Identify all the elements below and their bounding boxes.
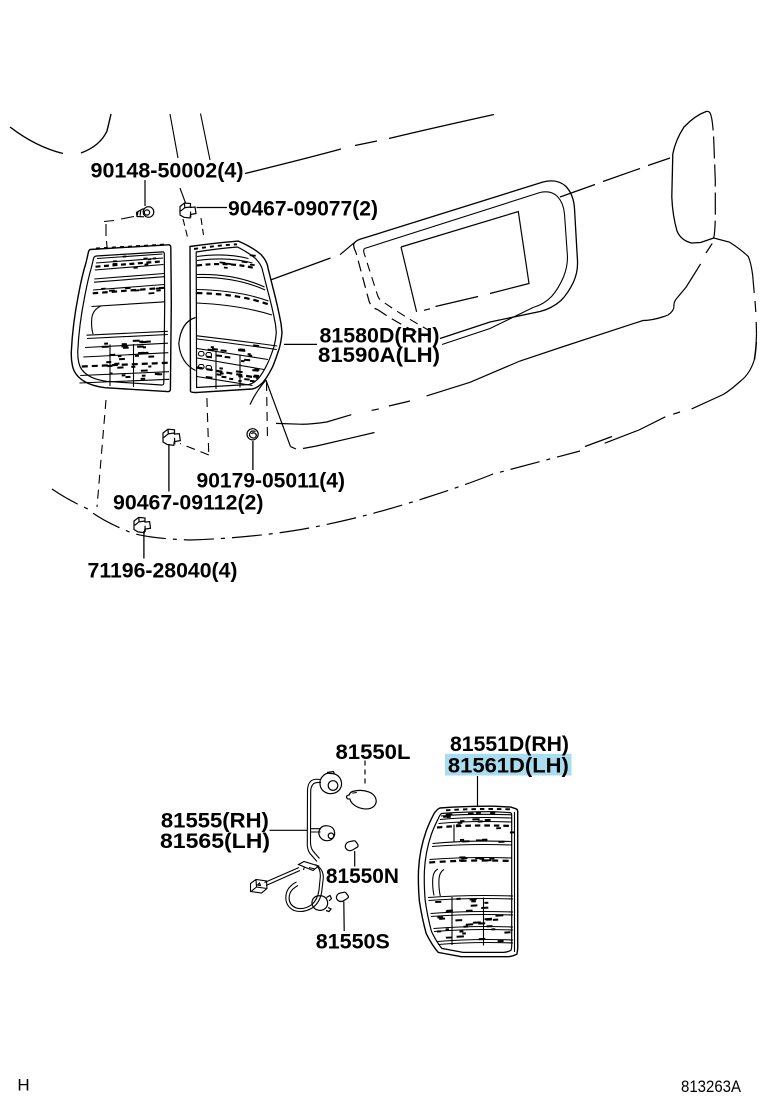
svg-text:81551D(RH): 81551D(RH) (450, 733, 569, 756)
svg-text:81565(LH): 81565(LH) (160, 830, 270, 853)
svg-text:81555(RH): 81555(RH) (161, 809, 269, 832)
svg-text:81561D(LH): 81561D(LH) (448, 754, 569, 777)
svg-text:90467-09112(2): 90467-09112(2) (113, 492, 264, 515)
svg-text:81550N: 81550N (326, 865, 399, 888)
svg-text:81590A(LH): 81590A(LH) (318, 344, 440, 367)
svg-text:90179-05011(4): 90179-05011(4) (197, 470, 346, 493)
svg-text:H: H (17, 1076, 29, 1095)
svg-text:90148-50002(4): 90148-50002(4) (91, 159, 244, 182)
svg-text:71196-28040(4): 71196-28040(4) (88, 560, 238, 583)
svg-text:81550L: 81550L (336, 741, 411, 764)
svg-text:90467-09077(2): 90467-09077(2) (228, 198, 378, 221)
svg-text:81580D(RH): 81580D(RH) (320, 324, 440, 347)
svg-text:813263A: 813263A (681, 1077, 742, 1096)
svg-text:81550S: 81550S (316, 931, 390, 954)
